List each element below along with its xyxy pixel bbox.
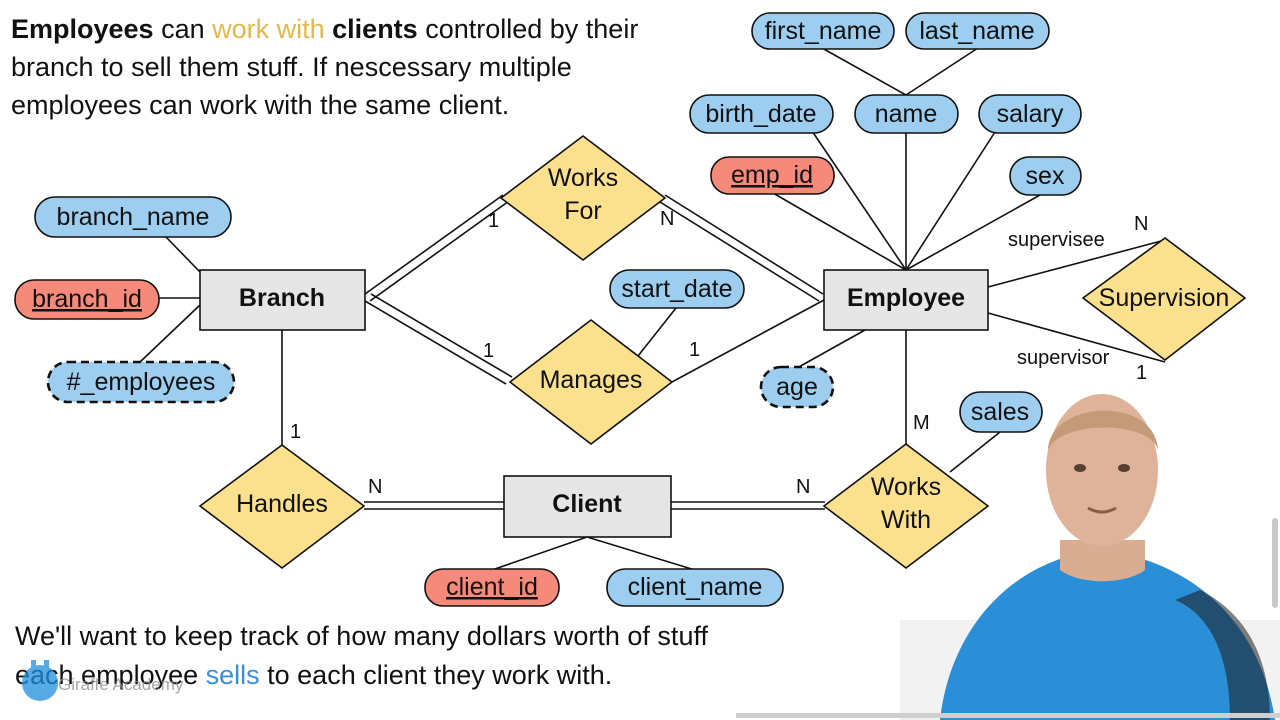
card-works-with-employee: M [913,412,930,434]
presenter-figure [940,394,1275,720]
svg-text:emp_id: emp_id [731,161,813,189]
svg-text:age: age [776,373,818,401]
card-manages-employee: 1 [689,339,700,361]
attribute-client-id-key: client_id [424,568,560,607]
intro-line-1: Employees can work with clients controll… [11,14,638,44]
svg-text:With: With [881,506,931,534]
attribute-salary: salary [978,94,1082,134]
relationship-works-for: Works For [499,134,667,262]
attribute-client-name: client_name [606,568,784,607]
relationship-manages: Manages [508,318,674,446]
card-supervisee: N [1134,213,1148,235]
svg-text:Employee: Employee [847,284,965,312]
attribute-emp-id-key: emp_id [710,156,835,195]
svg-text:Branch: Branch [239,284,325,312]
cardinality-labels: 1 N 1 1 N 1 1 N N M [290,208,1148,498]
attribute-start-date: start_date [609,269,745,309]
scrollbar[interactable] [1272,518,1278,608]
svg-text:Handles: Handles [236,490,328,518]
relationship-supervision: Supervision [1081,237,1247,362]
card-works-with-client: N [796,476,810,498]
svg-text:branch_id: branch_id [32,285,142,313]
attribute-branch-name: branch_name [34,196,232,238]
relationship-works-with: Works With [822,442,990,570]
presenter-video [900,394,1280,720]
svg-text:Manages: Manages [540,366,643,394]
svg-text:sex: sex [1026,162,1065,190]
attribute-num-employees-derived: #_employees [46,360,236,404]
role-supervisee: supervisee [1008,229,1105,251]
watermark: Giraffe Academy [22,660,184,701]
svg-text:Works: Works [548,164,618,192]
entity-client: Client [503,475,672,538]
svg-text:client_name: client_name [628,573,763,601]
entity-branch: Branch [199,269,366,331]
svg-text:Giraffe Academy: Giraffe Academy [58,675,184,694]
svg-text:first_name: first_name [765,17,882,45]
svg-text:Client: Client [552,490,622,518]
attribute-age-derived: age [759,365,835,409]
attribute-last-name: last_name [905,12,1050,50]
attribute-first-name: first_name [751,12,895,50]
svg-text:client_id: client_id [446,573,538,601]
intro-line-2: branch to sell them stuff. If nescessary… [11,52,572,82]
card-handles-client: N [368,476,382,498]
attribute-sex: sex [1009,156,1082,196]
card-works-for-employee: N [660,208,674,230]
footer-line-2: each employee sells to each client they … [15,660,612,690]
svg-text:birth_date: birth_date [705,100,816,128]
connector-lines [139,47,1166,571]
svg-text:start_date: start_date [621,275,732,303]
svg-text:Supervision: Supervision [1099,284,1230,312]
attribute-birth-date: birth_date [689,94,834,134]
svg-text:#_employees: #_employees [67,368,216,396]
card-handles-branch: 1 [290,421,301,443]
role-supervisor: supervisor [1017,347,1110,369]
svg-text:salary: salary [997,100,1064,128]
svg-text:Works: Works [871,473,941,501]
card-works-for-branch: 1 [488,210,499,232]
svg-text:For: For [564,197,602,225]
svg-text:branch_name: branch_name [57,203,210,231]
card-supervisor: 1 [1136,362,1147,384]
attribute-sales: sales [959,391,1043,433]
double-lines [364,194,825,510]
svg-text:name: name [875,100,938,128]
svg-text:last_name: last_name [919,17,1034,45]
relationship-handles: Handles [198,444,366,570]
attribute-branch-id-key: branch_id [14,279,160,320]
video-progress-bar[interactable] [736,713,1280,718]
card-manages-branch: 1 [483,340,494,362]
footer-line-1: We'll want to keep track of how many dol… [15,621,708,651]
giraffe-logo-icon [22,660,58,701]
svg-text:sales: sales [971,398,1029,426]
attribute-name: name [854,94,959,134]
intro-line-3: employees can work with the same client. [11,90,509,120]
entity-employee: Employee [823,269,989,331]
